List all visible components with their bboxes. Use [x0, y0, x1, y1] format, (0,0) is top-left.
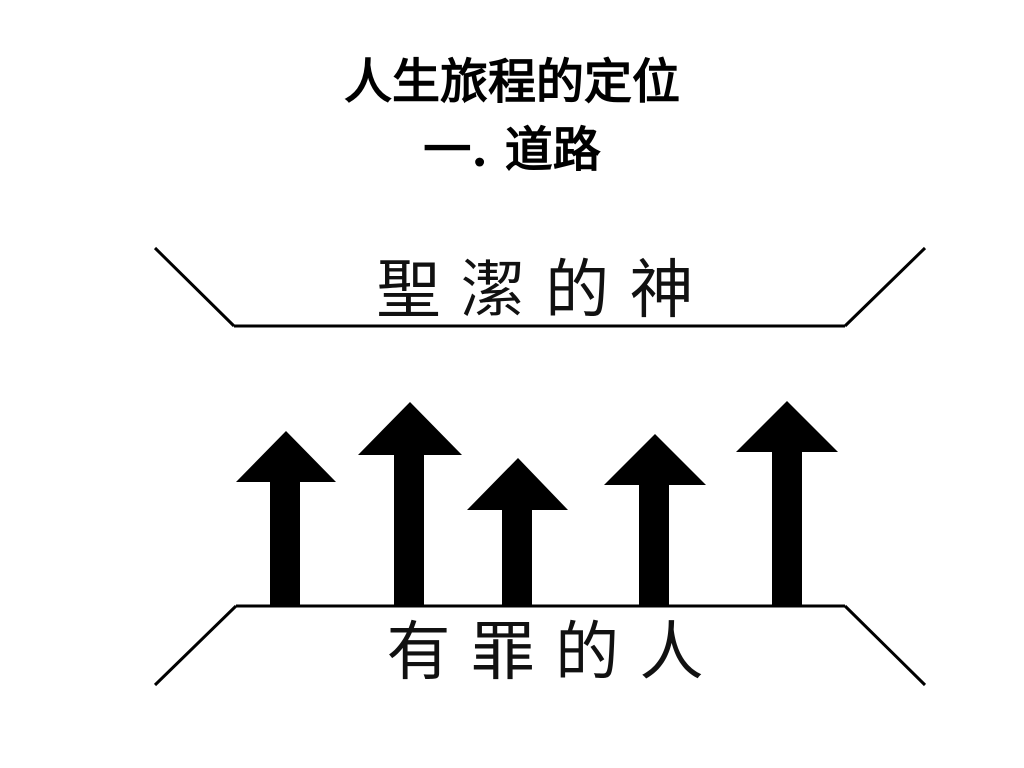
- bottom-right-slant: [843, 604, 927, 687]
- arrow-5: [736, 401, 838, 606]
- top-right-slant: [843, 246, 927, 328]
- arrow-2: [358, 402, 462, 606]
- sinful-man-label: 有 罪 的 人: [386, 616, 703, 690]
- bottom-boundary: [153, 604, 927, 687]
- top-boundary: [153, 246, 927, 328]
- arrows: [236, 401, 838, 606]
- top-left-slant: [153, 246, 236, 328]
- holy-god-label: 聖 潔 的 神: [376, 254, 693, 328]
- arrow-1: [236, 431, 336, 606]
- bottom-left-slant: [153, 604, 238, 687]
- slide-title: 人生旅程的定位: [343, 54, 680, 110]
- slide-subtitle: 一. 道路: [423, 122, 601, 178]
- arrow-3: [467, 458, 568, 606]
- arrow-4: [604, 434, 706, 606]
